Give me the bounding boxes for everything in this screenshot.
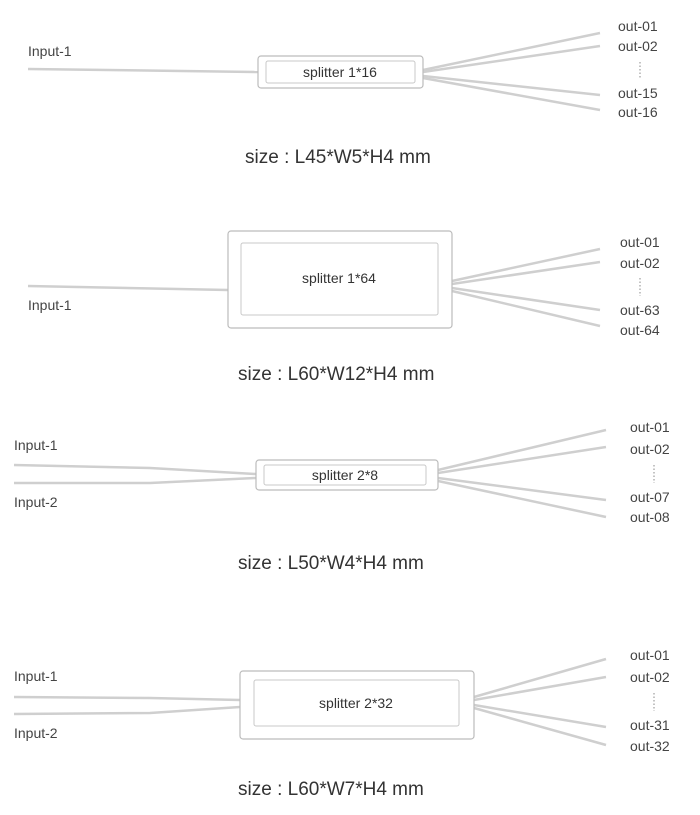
- diagram-3-splitter-label: splitter 2*8: [311, 467, 379, 483]
- fiber-out-01: [473, 657, 607, 699]
- diagram-1-splitter-label: splitter 1*16: [303, 64, 377, 80]
- fiber-out-32: [473, 706, 607, 747]
- diagram-2-splitter-box: [227, 230, 453, 329]
- diagram-4-out-32-label: out-32: [630, 738, 670, 754]
- fiber-out-02: [437, 445, 607, 475]
- fiber-out-15: [422, 74, 601, 97]
- fiber-out-07: [437, 476, 607, 502]
- diagram-2-out-63-label: out-63: [620, 302, 660, 318]
- fiber-input-1: [13, 463, 257, 476]
- diagram-4-fibers: [13, 657, 607, 747]
- fiber-input-1: [13, 695, 241, 702]
- diagram-3-input-1-label: Input-1: [14, 437, 58, 453]
- diagram-1-fibers: [27, 31, 601, 112]
- fiber-out-08: [437, 479, 607, 519]
- diagram-4-size-text: size : L60*W7*H4 mm: [238, 779, 424, 800]
- diagram-1-out-01-label: out-01: [618, 18, 658, 34]
- fiber-out-01: [451, 247, 601, 283]
- fiber-input-1: [27, 284, 229, 292]
- diagram-1-out-16-label: out-16: [618, 104, 658, 120]
- fiber-out-02: [422, 44, 601, 74]
- diagram-2-input-1-label: Input-1: [28, 297, 72, 313]
- fiber-out-63: [451, 286, 601, 312]
- diagram-4-input-2-label: Input-2: [14, 725, 58, 741]
- diagram-4-input-1-label: Input-1: [14, 668, 58, 684]
- diagram-3-size-text: size : L50*W4*H4 mm: [238, 553, 424, 574]
- diagram-3-out-08-label: out-08: [630, 509, 670, 525]
- diagram-2-fibers: [27, 247, 601, 328]
- fiber-out-01: [437, 428, 607, 472]
- diagram-4-out-01-label: out-01: [630, 647, 670, 663]
- fiber-out-64: [451, 289, 601, 328]
- diagram-3-out-02-label: out-02: [630, 441, 670, 457]
- fiber-out-16: [422, 76, 601, 112]
- diagram-1-size-text: size : L45*W5*H4 mm: [245, 147, 431, 168]
- fiber-out-02: [473, 675, 607, 702]
- diagram-1-splitter-box: [257, 55, 424, 89]
- diagram-3-splitter-box: [255, 459, 439, 491]
- diagram-1-out-02-label: out-02: [618, 38, 658, 54]
- diagram-4-splitter-label: splitter 2*32: [319, 695, 393, 711]
- fiber-out-31: [473, 703, 607, 729]
- diagram-2-out-01-label: out-01: [620, 234, 660, 250]
- diagram-3-out-01-label: out-01: [630, 419, 670, 435]
- diagram-2-out-64-label: out-64: [620, 322, 660, 338]
- diagram-2-splitter-label: splitter 1*64: [302, 270, 376, 286]
- diagram-4-out-31-label: out-31: [630, 717, 670, 733]
- diagram-2-size-text: size : L60*W12*H4 mm: [238, 364, 435, 385]
- diagram-3-out-07-label: out-07: [630, 489, 670, 505]
- fiber-input-2: [13, 705, 241, 716]
- fiber-out-01: [422, 31, 601, 72]
- diagram-4-out-02-label: out-02: [630, 669, 670, 685]
- fiber-input-2: [14, 476, 257, 485]
- diagram-4-splitter-box: [239, 670, 475, 740]
- fiber-input-1: [27, 67, 259, 74]
- diagram-3-fibers: [13, 428, 607, 519]
- fiber-out-02: [451, 260, 601, 286]
- diagram-1-input-1-label: Input-1: [28, 43, 72, 59]
- diagram-3-input-2-label: Input-2: [14, 494, 58, 510]
- diagram-2-out-02-label: out-02: [620, 255, 660, 271]
- diagram-1-out-15-label: out-15: [618, 85, 658, 101]
